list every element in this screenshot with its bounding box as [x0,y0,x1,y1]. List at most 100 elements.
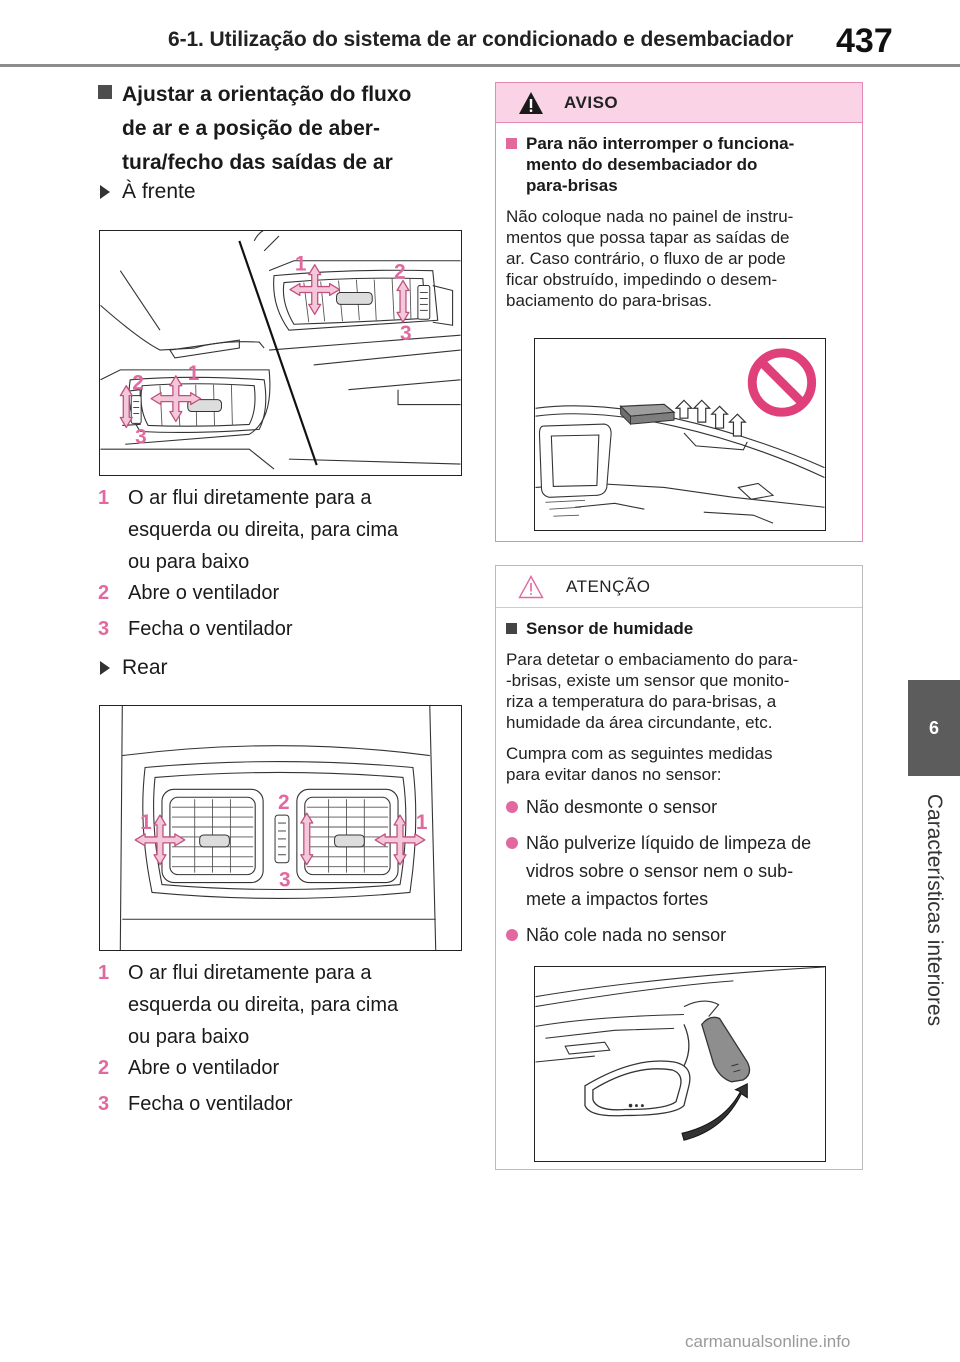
rear-item-1-num: 1 [98,962,110,984]
rear-callout-1a: 1 [140,811,152,834]
chapter-tab-label: Características interiores [923,793,946,1027]
sensor-illustration [535,967,825,1141]
rear-item-3-num: 3 [98,1093,110,1115]
bullet-dot-icon [506,801,518,813]
front-item-1-line-1: O ar flui diretamente para a [128,487,372,509]
rear-callout-2: 2 [278,791,290,814]
warning-title-line-1: Para não interromper o funciona- [526,134,795,153]
section-title-line-2: de ar e a posição de aber- [122,117,380,140]
front-item-2: 2 Abre o ventilador [98,577,458,609]
warning-triangle-icon [519,91,543,114]
caution-bullet-1-text: Não desmonte o sensor [526,797,718,817]
caution-label: ATENÇÃO [566,576,651,596]
rear-item-1-line-2: esquerda ou direita, para cima [128,994,399,1016]
rear-callout-3: 3 [279,869,291,892]
section-title-line-1: Ajustar a orientação do fluxo [122,83,412,106]
caution-title: Sensor de humidade [506,618,850,639]
warning-body: Para não interromper o funciona- mento d… [496,123,862,311]
caution-bullet-2-line-3: mete a impactos fortes [526,889,709,909]
caution-bullet-1: Não desmonte o sensor [506,793,850,821]
front-callout-1a: 1 [295,253,307,276]
warning-text-line-3: ar. Caso contrário, o fluxo de ar pode [506,249,786,268]
front-item-3: 3 Fecha o ventilador [98,613,458,645]
watermark: carmanualsonline.info [685,1332,851,1351]
caution-body: Sensor de humidade Para detetar o embaci… [496,608,862,949]
rear-item-3: 3 Fecha o ventilador [98,1088,458,1120]
caution-title-text: Sensor de humidade [526,619,694,638]
dashboard-illustration [535,348,825,524]
caution-triangle-icon [518,574,544,598]
warning-text: Não coloque nada no painel de instru- me… [506,206,850,311]
caution-text-1-line-3: riza a temperatura do para-brisas, a [506,692,777,711]
caution-header: ATENÇÃO [496,566,862,608]
front-item-1-line-2: esquerda ou direita, para cima [128,519,399,541]
front-callout-1b: 1 [188,362,200,385]
front-vents-illustration: 1 2 3 1 2 3 [100,231,461,470]
warning-box: AVISO Para não interromper o funciona- m… [495,82,863,542]
warning-text-line-4: ficar obstruído, impedindo o desem- [506,270,778,289]
caution-text-1-line-1: Para detetar o embaciamento do para- [506,650,799,669]
caution-bullet-3-text: Não cole nada no sensor [526,925,727,945]
dashboard-figure [534,338,826,531]
warning-text-line-1: Não coloque nada no painel de instru- [506,207,794,226]
caution-text-2-line-1: Cumpra com as seguintes medidas [506,744,773,763]
warning-header: AVISO [496,83,862,123]
warning-label: AVISO [564,92,619,112]
rear-item-3-text: Fecha o ventilador [128,1093,293,1115]
header-divider [0,64,960,67]
triangle-bullet-icon [100,661,110,675]
caution-bullet-2-line-1: Não pulverize líquido de limpeza de [526,833,812,853]
warning-text-line-2: mentos que possa tapar as saídas de [506,228,790,247]
rear-item-2: 2 Abre o ventilador [98,1052,458,1084]
caution-square-icon [506,623,517,634]
front-item-3-num: 3 [98,618,110,640]
caution-text-2: Cumpra com as seguintes medidas para evi… [506,743,850,785]
warning-text-line-5: baciamento do para-brisas. [506,291,713,310]
section-title: Ajustar a orientação do fluxo de ar e a … [98,78,468,180]
front-item-2-text: Abre o ventilador [128,582,280,604]
rear-item-2-num: 2 [98,1057,110,1079]
caution-text-2-line-2: para evitar danos no sensor: [506,765,722,784]
warning-title-line-3: para-brisas [526,176,618,195]
caution-text-1-line-2: -brisas, existe um sensor que monito- [506,671,790,690]
warning-title-line-2: mento do desembaciador do [526,155,758,174]
front-item-3-text: Fecha o ventilador [128,618,293,640]
front-heading: À frente [100,180,196,204]
front-callout-3b: 3 [135,425,147,448]
rear-vents-figure: 1 2 3 1 [99,705,462,951]
front-heading-text: À frente [122,180,196,203]
bullet-dot-icon [506,929,518,941]
bullet-dot-icon [506,837,518,849]
chapter-tab-label-wrap: Características interiores [917,790,951,1030]
front-callout-2a: 2 [394,261,406,284]
triangle-bullet-icon [100,185,110,199]
rear-callout-1b: 1 [416,811,428,834]
section-title-line-3: tura/fecho das saídas de ar [122,151,393,174]
caution-bullet-2: Não pulverize líquido de limpeza de vidr… [506,829,850,913]
front-callout-3a: 3 [400,322,412,345]
front-item-1-text: O ar flui diretamente para a esquerda ou… [128,482,458,578]
rear-item-2-text: Abre o ventilador [128,1057,280,1079]
section-square-icon [98,85,112,99]
front-item-1-num: 1 [98,487,110,509]
caution-box: ATENÇÃO Sensor de humidade Para detetar … [495,565,863,1170]
rear-heading-text: Rear [122,656,168,679]
front-item-1-line-3: ou para baixo [128,551,250,573]
rear-item-1-line-3: ou para baixo [128,1026,250,1048]
section-header: 6-1. Utilização do sistema de ar condici… [168,28,794,51]
caution-bullet-3: Não cole nada no sensor [506,921,850,949]
warning-title: Para não interromper o funciona- mento d… [506,133,850,196]
front-callout-2b: 2 [132,372,144,395]
warning-square-icon [506,138,517,149]
rear-item-1: 1 O ar flui diretamente para a esquerda … [98,957,458,1053]
sensor-figure [534,966,826,1162]
rear-vents-illustration: 1 2 3 1 [119,706,437,950]
page-number: 437 [836,22,893,60]
front-item-1: 1 O ar flui diretamente para a esquerda … [98,482,458,578]
caution-text-1: Para detetar o embaciamento do para- -br… [506,649,850,733]
front-item-2-num: 2 [98,582,110,604]
rear-item-1-line-1: O ar flui diretamente para a [128,962,372,984]
rear-heading: Rear [100,656,168,680]
chapter-tab: 6 [908,680,960,776]
caution-text-1-line-4: humidade da área circundante, etc. [506,713,773,732]
